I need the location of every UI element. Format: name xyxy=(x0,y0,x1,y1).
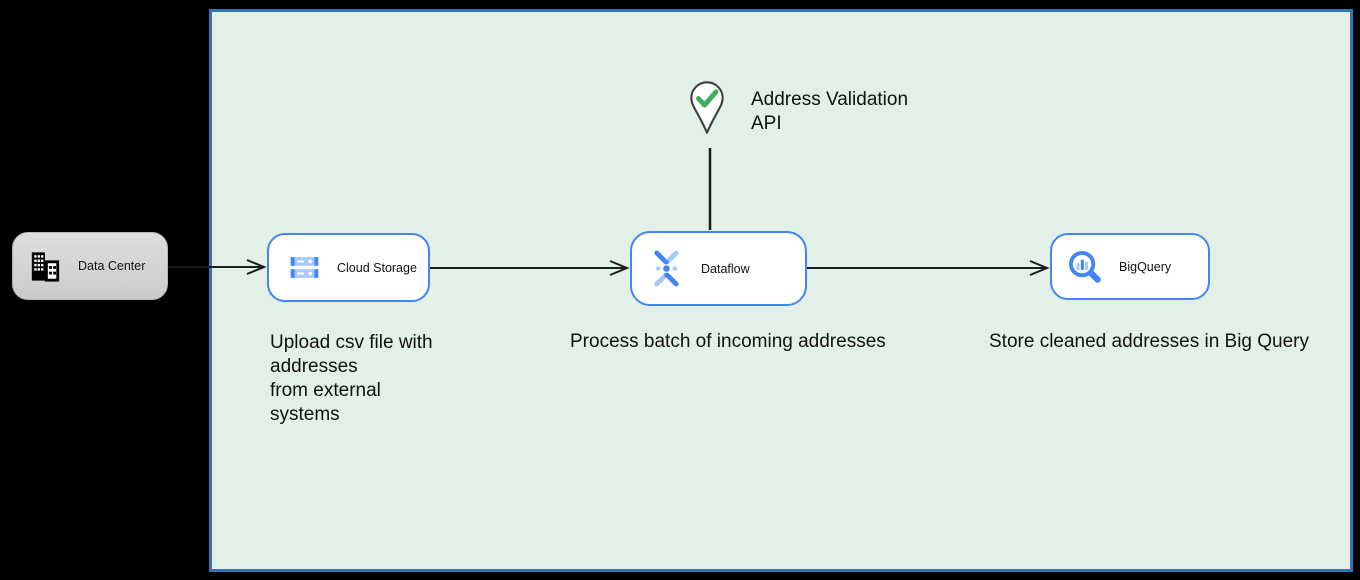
annotation-upload-line3: from external xyxy=(270,380,381,401)
node-bigquery[interactable]: BigQuery xyxy=(1050,233,1210,300)
annotation-process[interactable]: Process batch of incoming addresses xyxy=(570,331,886,352)
address-validation-label-line1: Address Validation xyxy=(751,89,909,110)
address-validation-marker[interactable] xyxy=(688,80,726,136)
node-label-dataflow: Dataflow xyxy=(701,261,750,276)
node-label-data-center: Data Center xyxy=(78,259,146,273)
cloud-storage-icon xyxy=(290,257,319,278)
annotation-store[interactable]: Store cleaned addresses in Big Query xyxy=(989,331,1310,352)
dataflow-icon xyxy=(654,250,679,287)
building-icon xyxy=(31,251,60,282)
annotation-upload-line4: systems xyxy=(270,404,340,425)
address-validation-label-line2: API xyxy=(751,112,782,134)
address-validation-label: Address Validation API xyxy=(751,88,908,135)
annotation-upload[interactable]: Upload csv file with addresses from exte… xyxy=(270,331,433,427)
annotation-upload-line2: addresses xyxy=(270,356,358,377)
node-cloud-storage[interactable]: Cloud Storage xyxy=(267,233,430,302)
node-dataflow[interactable]: Dataflow xyxy=(630,231,807,306)
bigquery-icon xyxy=(1068,250,1101,283)
map-pin-check-icon xyxy=(690,81,724,134)
node-label-cloud-storage: Cloud Storage xyxy=(337,260,417,275)
node-label-bigquery: BigQuery xyxy=(1119,259,1172,274)
annotation-upload-line1: Upload csv file with xyxy=(270,332,433,353)
node-data-center[interactable]: Data Center xyxy=(12,232,168,300)
